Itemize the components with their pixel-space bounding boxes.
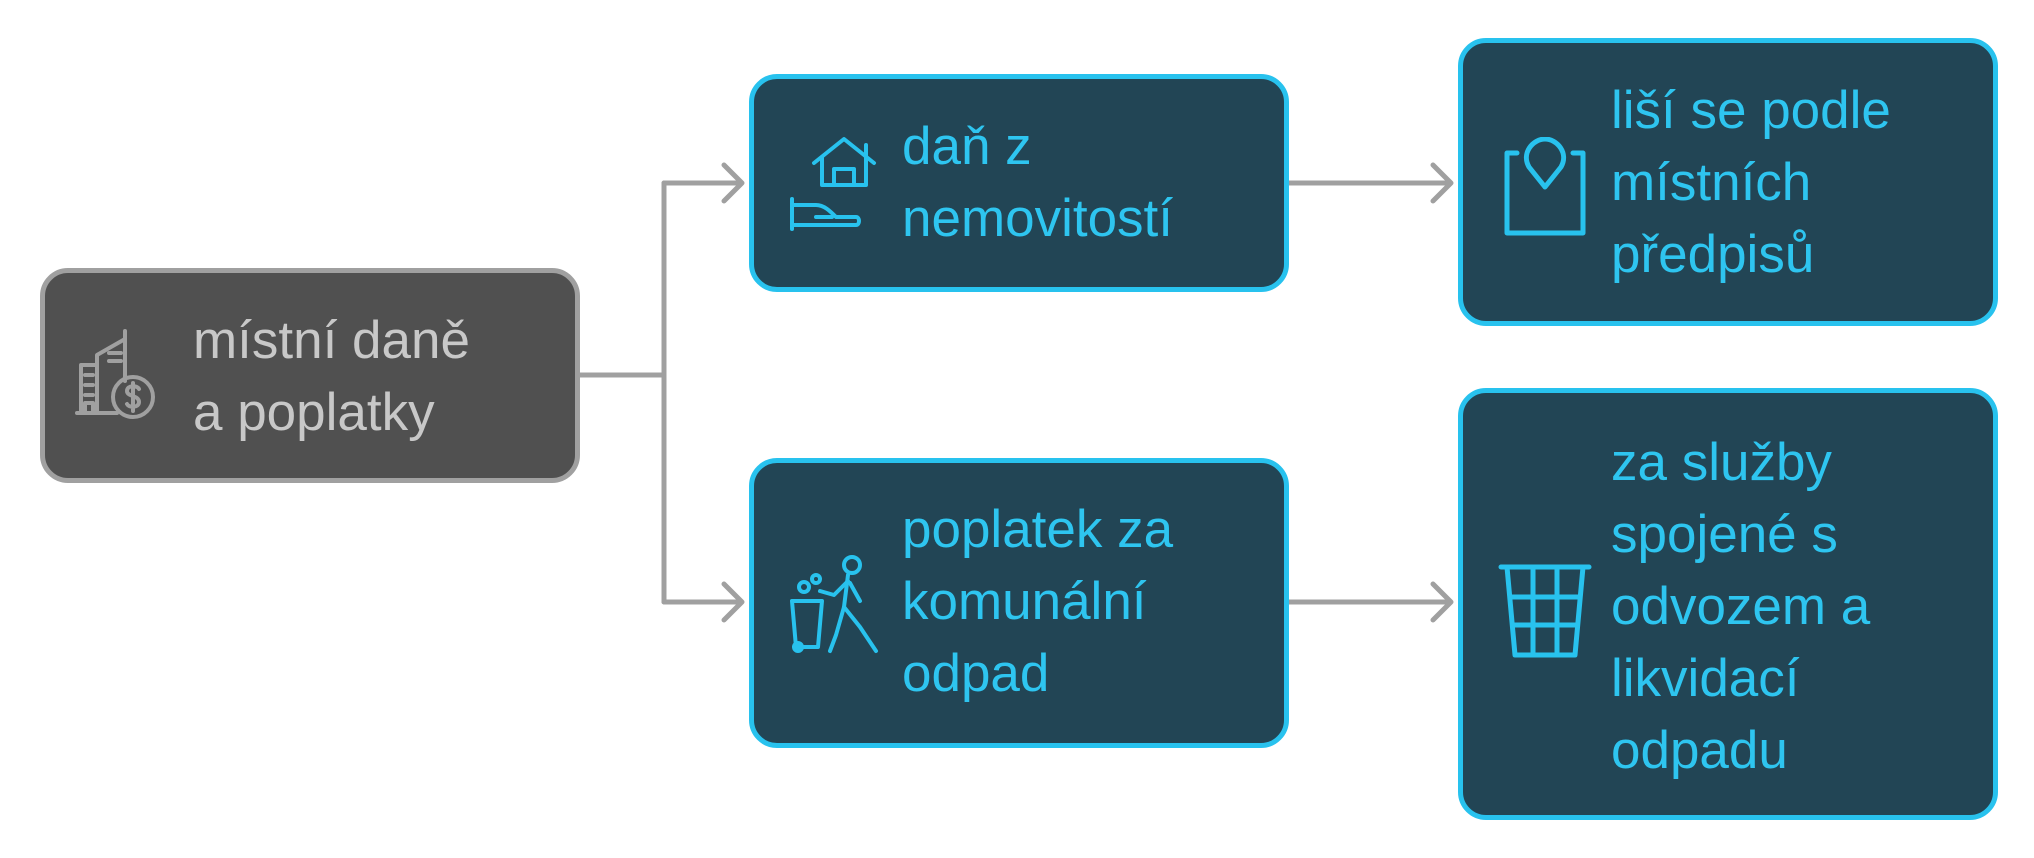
connector-root-to-tax [661,162,745,204]
waste-fee-label: poplatek za komunální odpad [902,500,1174,703]
property-tax-label: daň z nemovitostí [902,117,1174,248]
node-local-taxes-and-fees: místní daně a poplatky [40,268,580,483]
house-on-hand-icon [786,133,886,233]
trash-bin-icon [1495,559,1595,659]
connector-root-to-fee [661,581,745,623]
root-label: místní daně a poplatky [193,311,470,442]
node-municipal-waste-fee: poplatek za komunální odpad [749,458,1289,748]
connector-tax-to-local [1286,162,1454,204]
node-waste-services: za služby spojené s odvozem a likvidací … [1458,388,1998,820]
person-dumping-trash-icon [786,555,886,655]
node-property-tax: daň z nemovitostí [749,74,1289,292]
map-pin-icon [1495,137,1595,237]
connector-root-trunk [577,180,667,605]
local-regulations-label: liší se podle místních předpisů [1611,81,1891,284]
city-money-icon [75,325,175,425]
node-local-regulations: liší se podle místních předpisů [1458,38,1998,326]
connector-fee-to-waste [1286,581,1454,623]
waste-services-label: za služby spojené s odvozem a likvidací … [1611,433,1871,780]
